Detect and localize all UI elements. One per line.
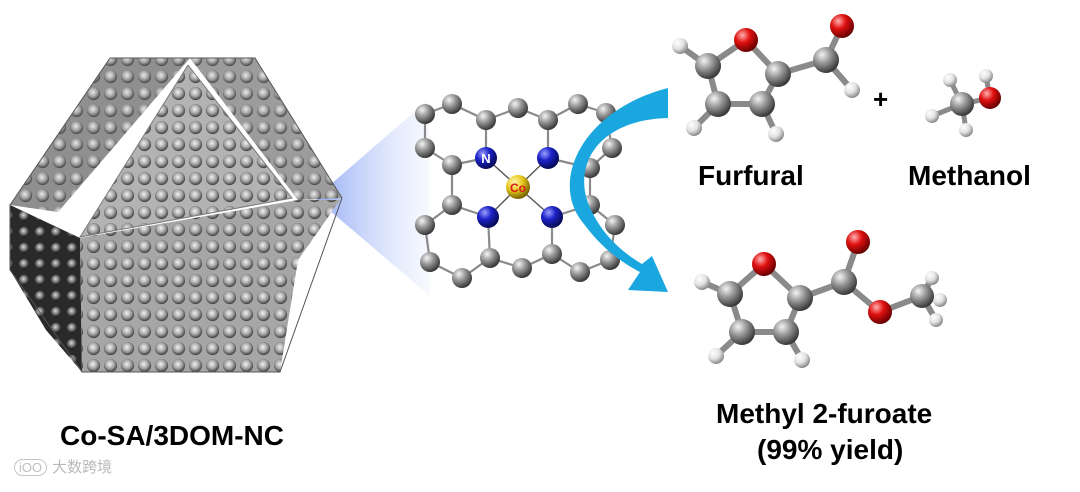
oxygen-atom [979, 87, 1001, 109]
oxygen-atom [846, 230, 870, 254]
methanol-molecule [925, 69, 1001, 137]
nitrogen-atom [541, 206, 563, 228]
watermark: iOO 大数跨境 [14, 456, 112, 477]
polyhedron-particle [10, 58, 430, 372]
methyl-2-furoate-molecule [694, 230, 947, 368]
product-label: Methyl 2-furoate [716, 398, 932, 430]
watermark-text: 大数跨境 [52, 459, 112, 476]
nitrogen-label: N [481, 151, 490, 166]
co-n4-active-site: N Co [415, 94, 625, 288]
nitrogen-atom [537, 147, 559, 169]
furfural-label: Furfural [698, 160, 804, 192]
nitrogen-atom [477, 206, 499, 228]
methanol-label: Methanol [908, 160, 1031, 192]
watermark-logo-icon: iOO [14, 459, 47, 476]
yield-label: (99% yield) [757, 434, 903, 466]
plus-sign: + [873, 84, 888, 115]
furfural-molecule [672, 14, 860, 142]
cobalt-label: Co [510, 181, 526, 195]
facet-left-holes [10, 205, 82, 372]
oxygen-atom [868, 300, 892, 324]
oxygen-atom [752, 252, 776, 276]
oxygen-atom [734, 28, 758, 52]
catalyst-label: Co-SA/3DOM-NC [60, 420, 284, 452]
oxygen-atom [830, 14, 854, 38]
